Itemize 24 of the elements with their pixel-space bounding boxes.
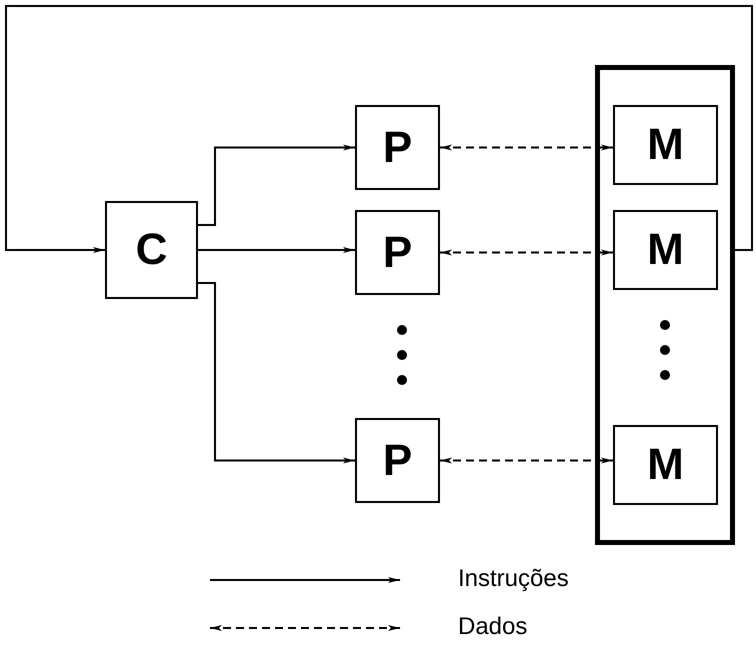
process-box <box>355 105 440 190</box>
arrow <box>198 144 355 226</box>
process-box <box>613 425 718 505</box>
arrow <box>440 458 613 464</box>
arrow <box>440 144 613 150</box>
node-label: P <box>382 230 412 274</box>
arrow <box>198 247 355 253</box>
arrow <box>440 250 613 256</box>
process-box <box>613 210 718 290</box>
process-box <box>355 418 440 503</box>
process-box <box>355 210 440 295</box>
process-box <box>105 201 198 299</box>
arrow <box>198 282 355 464</box>
process-box <box>613 105 718 185</box>
node-label: M <box>647 228 684 272</box>
node-label: P <box>382 438 412 482</box>
node-label: M <box>647 443 684 487</box>
memory-enclosure <box>595 65 735 545</box>
node-label: M <box>647 123 684 167</box>
arrow <box>5 5 753 253</box>
legend-label: Dados <box>458 613 528 641</box>
legend-label: Instruções <box>458 565 569 593</box>
node-label: P <box>382 126 412 170</box>
node-label: C <box>136 228 168 272</box>
